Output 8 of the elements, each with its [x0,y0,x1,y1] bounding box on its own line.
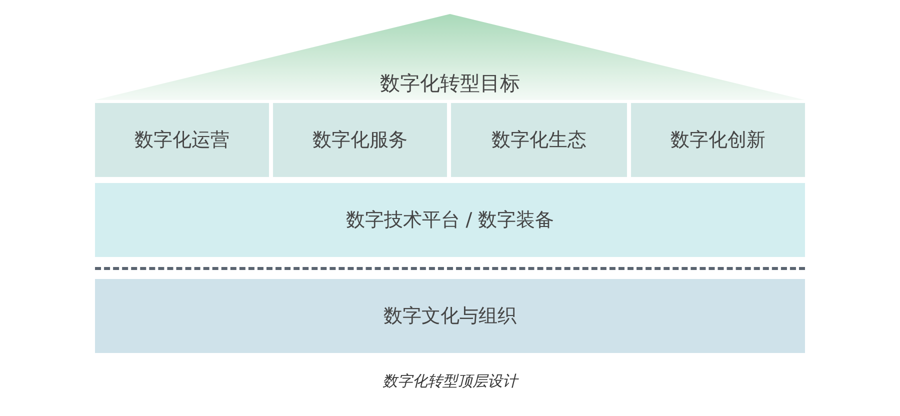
layer-panel: 数字技术平台 / 数字装备 [95,183,805,257]
capability-panel: 数字化创新 [631,103,805,177]
caption: 数字化转型顶层设计 [382,372,518,390]
capability-panel: 数字化运营 [95,103,269,177]
capability-panel: 数字化服务 [273,103,447,177]
goal-heading: 数字化转型目标 [380,70,520,96]
layer-panel: 数字文化与组织 [95,279,805,353]
capability-panel: 数字化生态 [451,103,627,177]
